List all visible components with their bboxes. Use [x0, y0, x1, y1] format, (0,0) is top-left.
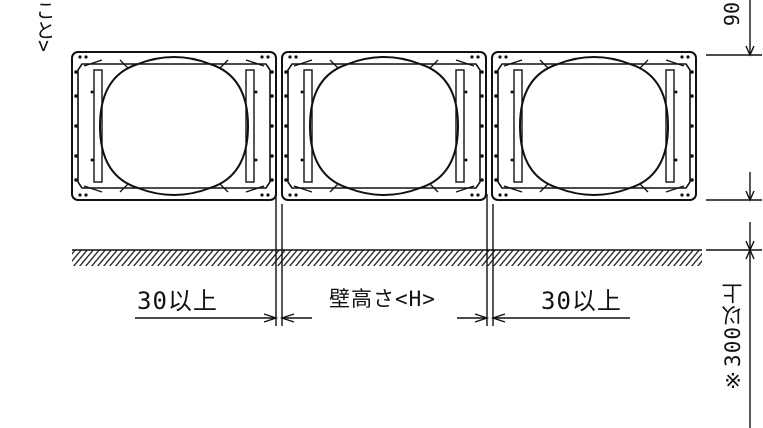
label-wall-height: 壁高さ<H> [329, 287, 436, 311]
label-top-left-partial: こと> [32, 0, 56, 53]
dimension-top-right [706, 0, 762, 202]
post-right [486, 194, 494, 326]
panel-left [71, 51, 277, 201]
label-right-vertical: ※300以上 [721, 282, 745, 392]
panel-right [491, 51, 697, 201]
label-right-clearance: 30以上 [541, 287, 622, 315]
dimension-right [706, 222, 762, 428]
label-top-right-dimension: 90 [720, 2, 744, 27]
label-left-clearance: 30以上 [137, 287, 218, 315]
panel-center [281, 51, 487, 201]
dimension-bottom [135, 313, 630, 323]
post-left [275, 194, 283, 326]
ground-hatch [72, 250, 702, 266]
